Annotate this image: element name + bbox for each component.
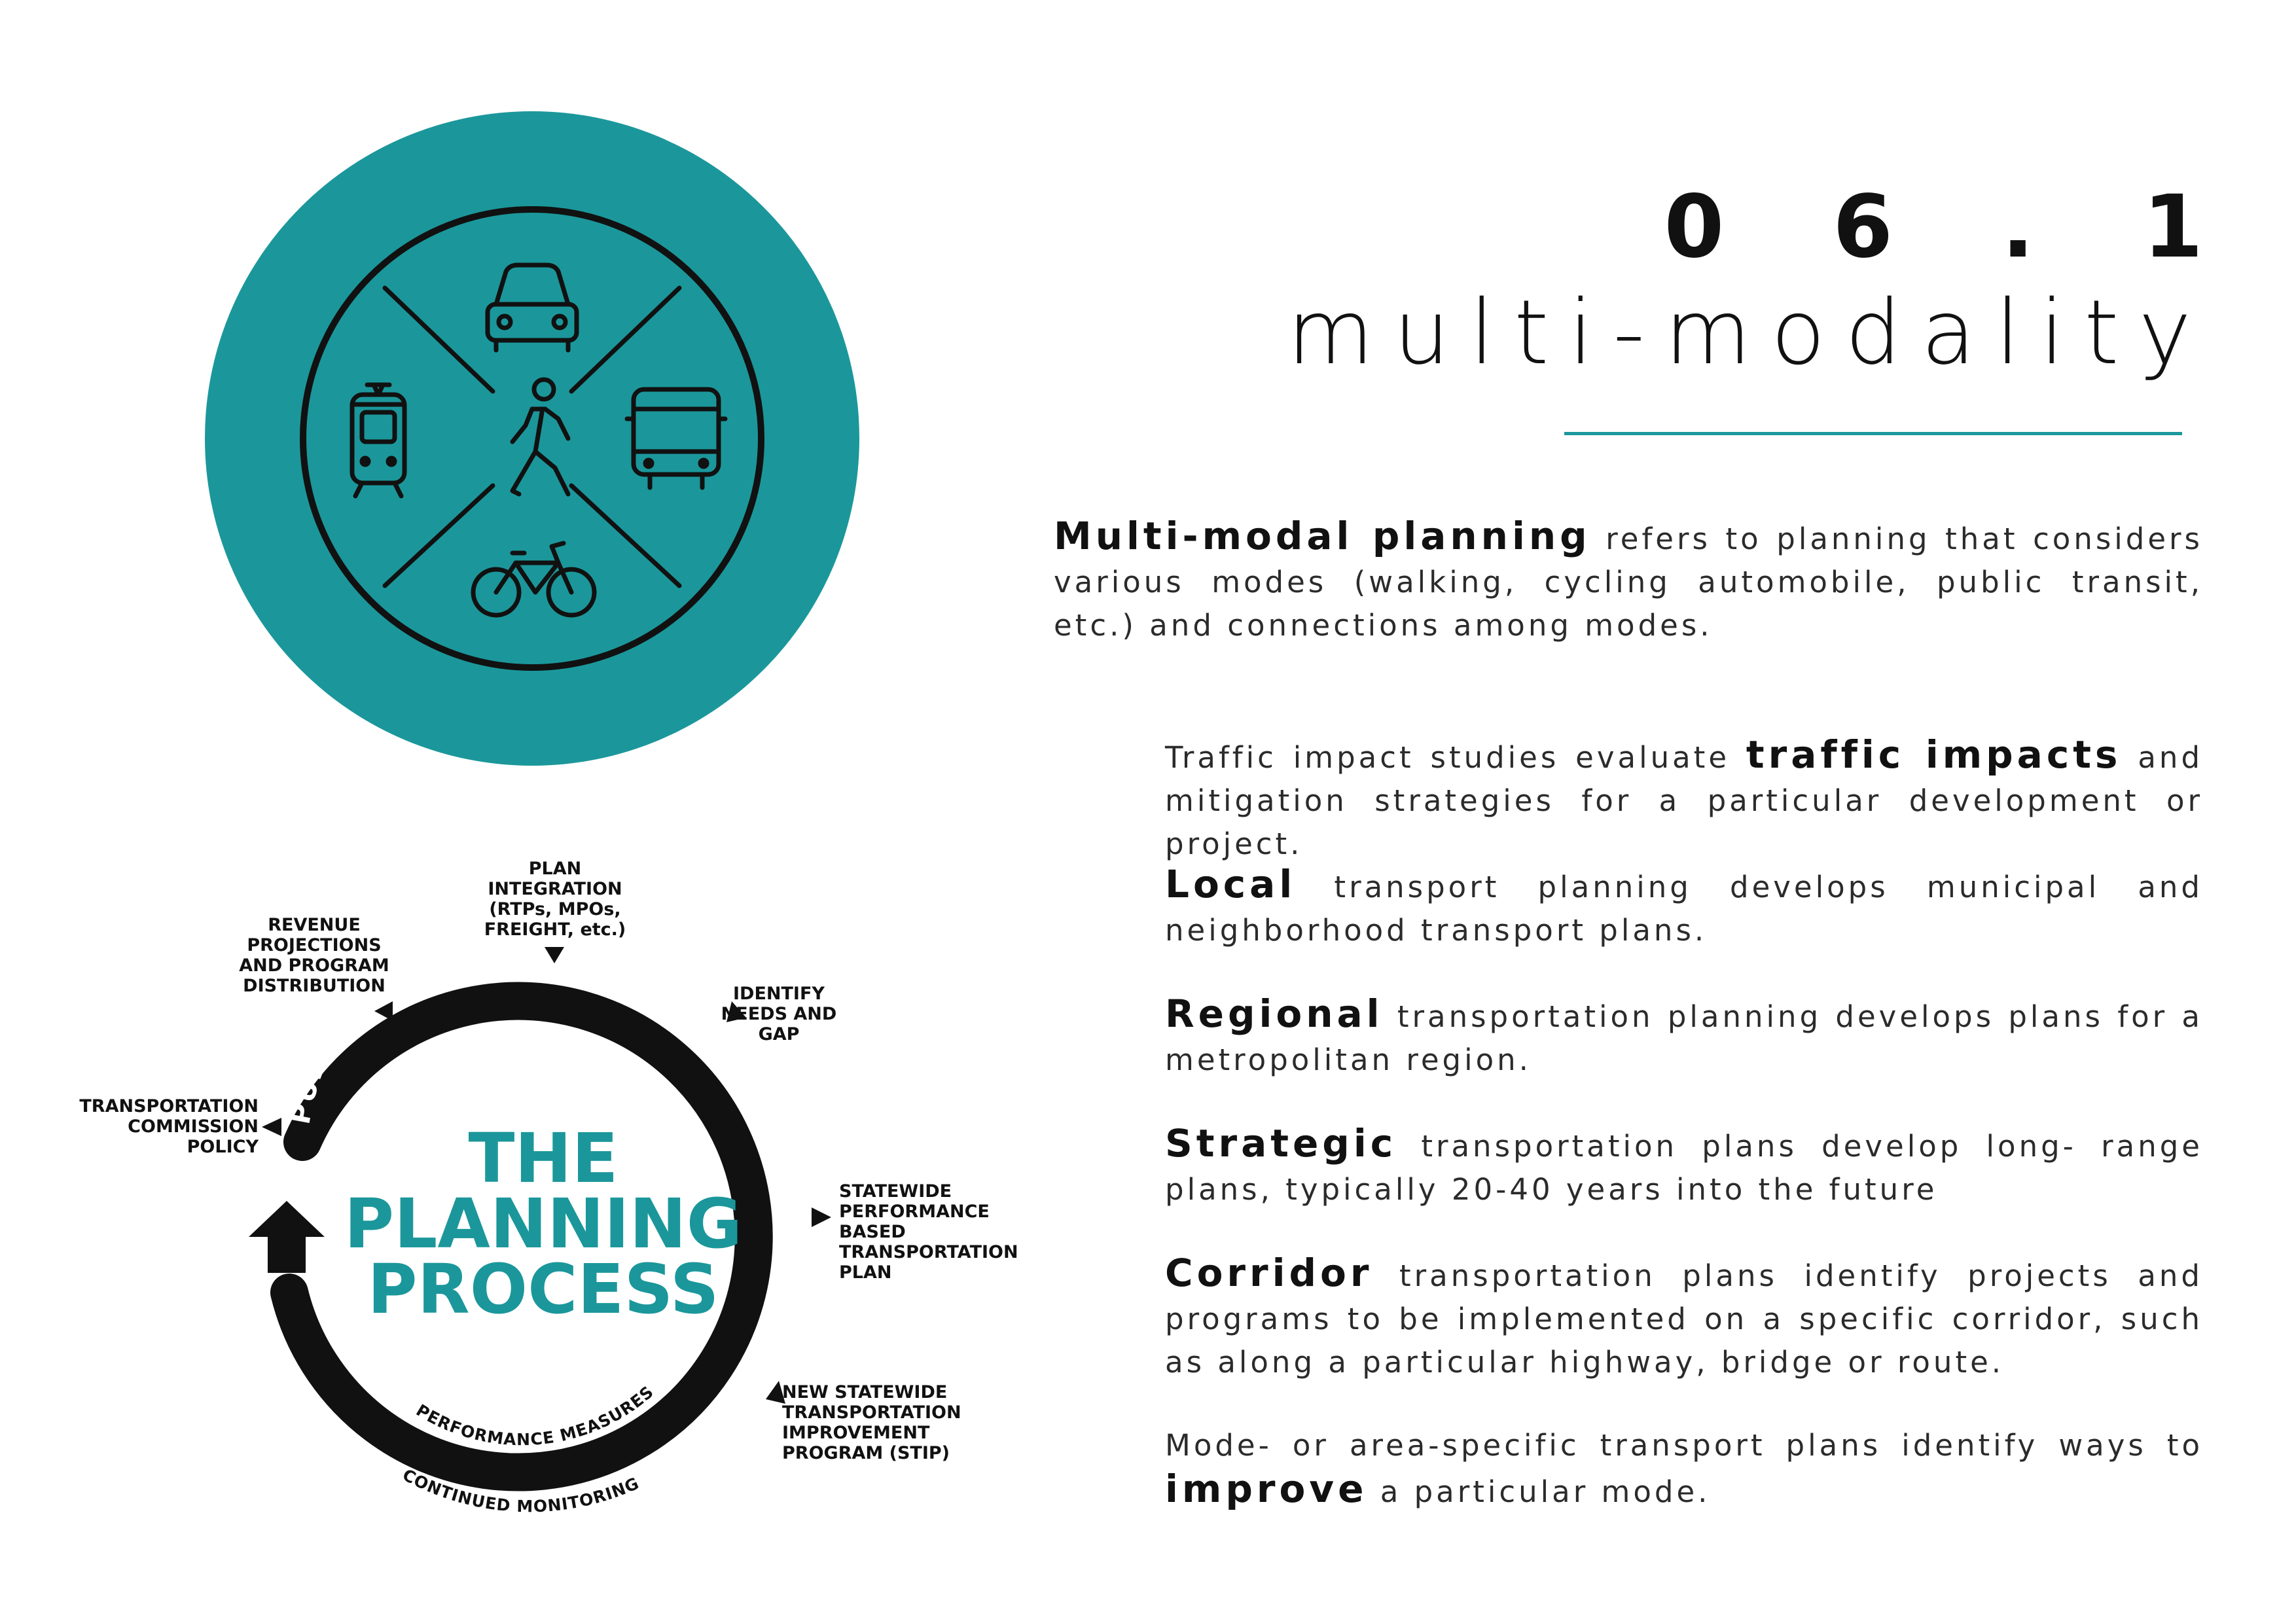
step-line: NEW STATEWIDE [782, 1382, 948, 1402]
continued-monitoring-label: CONTINUED MONITORING [399, 1465, 642, 1516]
step-line: REVENUE [268, 915, 361, 935]
paragraph-keyword: Corridor [1165, 1251, 1373, 1295]
step-line: BASED [839, 1222, 906, 1242]
step-identify-needs: IDENTIFY NEEDS AND GAP [713, 984, 844, 1044]
step-line: POLICY [187, 1137, 259, 1157]
paragraph-text: a particular mode. [1367, 1474, 1711, 1509]
continued-monitoring-text: CONTINUED MONITORING [399, 1465, 641, 1516]
title-line: PROCESS [367, 1249, 719, 1329]
inner-ring [300, 206, 764, 671]
cycle-arrow-stem [268, 1234, 306, 1273]
step-line: (RTPs, MPOs, [489, 899, 621, 919]
pedestrian-icon [510, 377, 571, 497]
step-commission-policy: TRANSPORTATION COMMISSION POLICY [72, 1096, 259, 1157]
paragraph-text: and mitigation strategies for a particul… [1165, 740, 2204, 861]
step-stip: NEW STATEWIDE TRANSPORTATION IMPROVEMENT… [782, 1382, 992, 1463]
mode-specific-paragraph: Mode- or area-specific transport plans i… [1165, 1424, 2203, 1514]
section-number: 0 6 . 1 [1664, 177, 2242, 277]
traffic-impact-paragraph: Traffic impact studies evaluate traffic … [1165, 733, 2203, 866]
step-line: PERFORMANCE [839, 1202, 990, 1222]
step-line: PROGRAM (STIP) [782, 1443, 950, 1463]
step-line: COMMISSION [128, 1116, 259, 1137]
intro-text: refers to planning that considers variou… [1054, 522, 2203, 643]
performance-measures-text: PERFORMANCE MEASURES [413, 1382, 657, 1449]
paragraph-keyword: traffic impacts [1746, 732, 2122, 777]
step-line: PLAN [839, 1262, 892, 1283]
step-line: IMPROVEMENT [782, 1423, 930, 1443]
cycle-arrowhead [249, 1201, 325, 1237]
section-title: multi-modality [1287, 281, 2211, 385]
intro-paragraph: Multi-modal planning refers to planning … [1054, 514, 2203, 647]
intro-keyword: Multi-modal planning [1054, 514, 1591, 558]
step-line: PLAN [528, 859, 582, 879]
paragraph-keyword: Strategic [1165, 1121, 1397, 1166]
step-line: DISTRIBUTION [243, 976, 386, 996]
step-line: AND PROGRAM [239, 955, 389, 976]
transport-modes-graphic [205, 111, 859, 766]
paragraph-text: Mode- or area-specific transport plans i… [1165, 1428, 2203, 1463]
title-line: PLANNING [344, 1184, 743, 1264]
paragraph-keyword: Regional [1165, 991, 1384, 1036]
tram-icon [350, 382, 407, 499]
step-line: TRANSPORTATION [839, 1242, 1018, 1262]
paragraph-text: Traffic impact studies evaluate [1165, 740, 1746, 775]
step-line: INTEGRATION [488, 879, 622, 899]
paragraph-text: transportation plans develop long- range… [1165, 1129, 2203, 1207]
car-icon [485, 262, 579, 353]
step-line: IDENTIFY [733, 984, 825, 1004]
step-line: STATEWIDE [839, 1181, 952, 1202]
strategic-planning-paragraph: Strategic transportation plans develop l… [1165, 1122, 2203, 1211]
step-line: FREIGHT, etc.) [484, 919, 626, 940]
step-line: NEEDS AND [721, 1004, 837, 1024]
step-plan-integration: PLAN INTEGRATION (RTPs, MPOs, FREIGHT, e… [470, 859, 640, 940]
title-divider [1564, 432, 2182, 435]
step-revenue-projections: REVENUE PROJECTIONS AND PROGRAM DISTRIBU… [226, 915, 403, 996]
local-planning-paragraph: Local transport planning develops munici… [1165, 863, 2203, 952]
planning-process-title: THE PLANNING PROCESS [340, 1118, 746, 1329]
paragraph-text: transportation planning develops plans f… [1165, 999, 2203, 1077]
step-line: PROJECTIONS [247, 935, 382, 955]
step-line: TRANSPORTATION [79, 1096, 259, 1116]
diagonal-dividers [382, 285, 682, 588]
paragraph-text: transport planning develops municipal an… [1165, 870, 2203, 948]
performance-measures-label: PERFORMANCE MEASURES [413, 1382, 658, 1449]
bicycle-icon [471, 541, 597, 618]
bus-icon [624, 387, 728, 490]
paragraph-text: transportation plans identify projects a… [1165, 1258, 2203, 1380]
step-statewide-plan: STATEWIDE PERFORMANCE BASED TRANSPORTATI… [839, 1181, 1035, 1283]
step-line: GAP [758, 1024, 800, 1044]
regional-planning-paragraph: Regional transportation planning develop… [1165, 992, 2203, 1082]
paragraph-keyword: improve [1165, 1467, 1368, 1511]
title-line: THE [468, 1118, 619, 1198]
paragraph-keyword: Local [1165, 862, 1297, 906]
step-line: TRANSPORTATION [782, 1402, 961, 1423]
corridor-planning-paragraph: Corridor transportation plans identify p… [1165, 1251, 2203, 1384]
